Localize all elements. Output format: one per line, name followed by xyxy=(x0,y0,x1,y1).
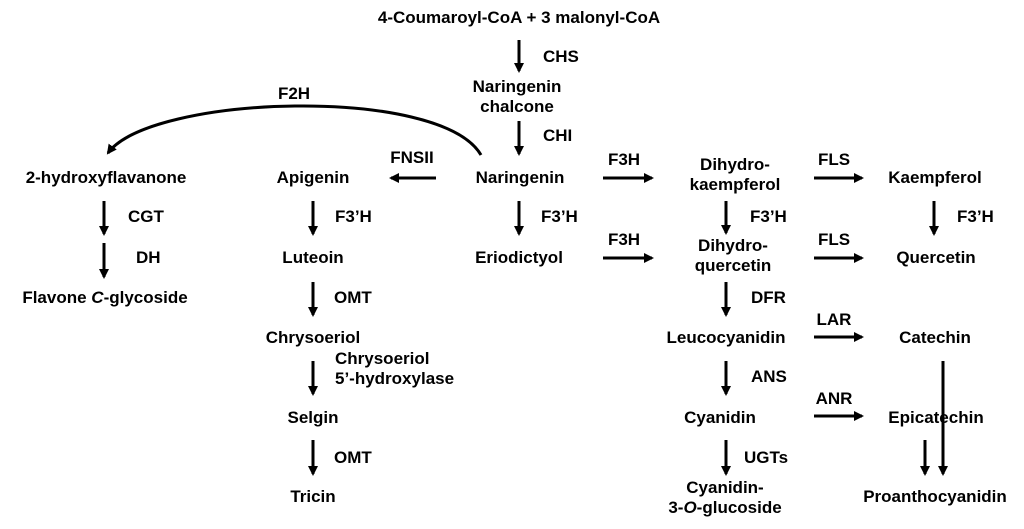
compound-quercetin: Quercetin xyxy=(896,248,976,267)
compound-proanthocyanidin: Proanthocyanidin xyxy=(863,487,1007,506)
compound-chrysoeriol: Chrysoeriol xyxy=(265,328,361,347)
enzyme-f3h-dihydrokaempferol: F3’H xyxy=(750,207,787,226)
enzyme-fnsii: FNSII xyxy=(390,148,434,167)
c3g-suffix: -glucoside xyxy=(696,498,782,517)
compound-cyanidin-3-o-glucoside: Cyanidin- 3-O-glucoside xyxy=(668,478,781,518)
enzyme-omt-2: OMT xyxy=(334,448,372,467)
c3g-italic: O xyxy=(683,498,697,517)
compound-dihydrokaempferol-line1: Dihydro- xyxy=(700,155,770,174)
compound-dihydrokaempferol-line2: kaempferol xyxy=(689,175,781,194)
compound-leucocyanidin: Leucocyanidin xyxy=(666,328,786,347)
enzyme-chrysoeriol-hydroxylase: Chrysoeriol 5’-hydroxylase xyxy=(335,349,454,389)
compound-dihydrokaempferol: Dihydro- kaempferol xyxy=(690,155,781,195)
compound-tricin: Tricin xyxy=(290,487,336,506)
enzyme-chs: CHS xyxy=(543,47,579,66)
flavone-suffix: -glycoside xyxy=(103,288,188,307)
enzyme-lar: LAR xyxy=(816,310,852,329)
compound-c3g-line2: 3-O-glucoside xyxy=(668,498,781,518)
compound-flavone-c-glycoside: Flavone C-glycoside xyxy=(22,288,187,308)
compound-apigenin: Apigenin xyxy=(276,168,350,187)
compound-catechin: Catechin xyxy=(899,328,971,347)
enzyme-f3h-apigenin: F3’H xyxy=(335,207,372,226)
compound-selgin: Selgin xyxy=(287,408,339,427)
enzyme-chrysoeriol-hydroxylase-line2: 5’-hydroxylase xyxy=(335,369,455,388)
compound-c3g-line1: Cyanidin- xyxy=(686,478,764,497)
enzyme-f3h-to-dihydroquercetin: F3H xyxy=(607,230,641,249)
compound-naringenin-chalcone: Naringenin chalcone xyxy=(473,77,562,117)
compound-eriodictyol: Eriodictyol xyxy=(475,248,563,267)
compound-2-hydroxyflavanone: 2-hydroxyflavanone xyxy=(25,168,187,187)
arrow-f2h xyxy=(106,104,483,156)
flavone-prefix: Flavone xyxy=(22,288,92,307)
compound-luteoin: Luteoin xyxy=(282,248,344,267)
enzyme-dfr: DFR xyxy=(751,288,786,307)
compound-naringenin-chalcone-line1: Naringenin xyxy=(472,77,562,96)
compound-epicatechin: Epicatechin xyxy=(888,408,984,427)
enzyme-omt-1: OMT xyxy=(334,288,372,307)
enzyme-f3h-naringenin: F3’H xyxy=(541,207,578,226)
c3g-prefix: 3- xyxy=(668,498,684,517)
compound-naringenin-chalcone-line2: chalcone xyxy=(480,97,554,116)
enzyme-cgt: CGT xyxy=(128,207,164,226)
enzyme-dh: DH xyxy=(136,248,161,267)
enzyme-chi: CHI xyxy=(543,126,573,145)
enzyme-ugts: UGTs xyxy=(744,448,789,467)
flavone-italic: C xyxy=(91,288,104,307)
enzyme-fls-1: FLS xyxy=(817,150,851,169)
compound-dihydroquercetin: Dihydro- quercetin xyxy=(695,236,772,276)
enzyme-f3h-kaempferol: F3’H xyxy=(957,207,994,226)
compound-naringenin: Naringenin xyxy=(475,168,565,187)
compound-dihydroquercetin-line2: quercetin xyxy=(694,256,772,275)
enzyme-anr: ANR xyxy=(815,389,853,408)
enzyme-fls-2: FLS xyxy=(817,230,851,249)
compound-start: 4-Coumaroyl-CoA + 3 malonyl-CoA xyxy=(377,8,661,27)
compound-dihydroquercetin-line1: Dihydro- xyxy=(698,236,768,255)
enzyme-ans: ANS xyxy=(751,367,787,386)
enzyme-f2h: F2H xyxy=(277,84,311,103)
enzyme-f3h-to-dihydrokaempferol: F3H xyxy=(607,150,641,169)
compound-kaempferol: Kaempferol xyxy=(888,168,982,187)
compound-cyanidin: Cyanidin xyxy=(684,408,756,427)
enzyme-chrysoeriol-hydroxylase-line1: Chrysoeriol xyxy=(335,349,430,368)
